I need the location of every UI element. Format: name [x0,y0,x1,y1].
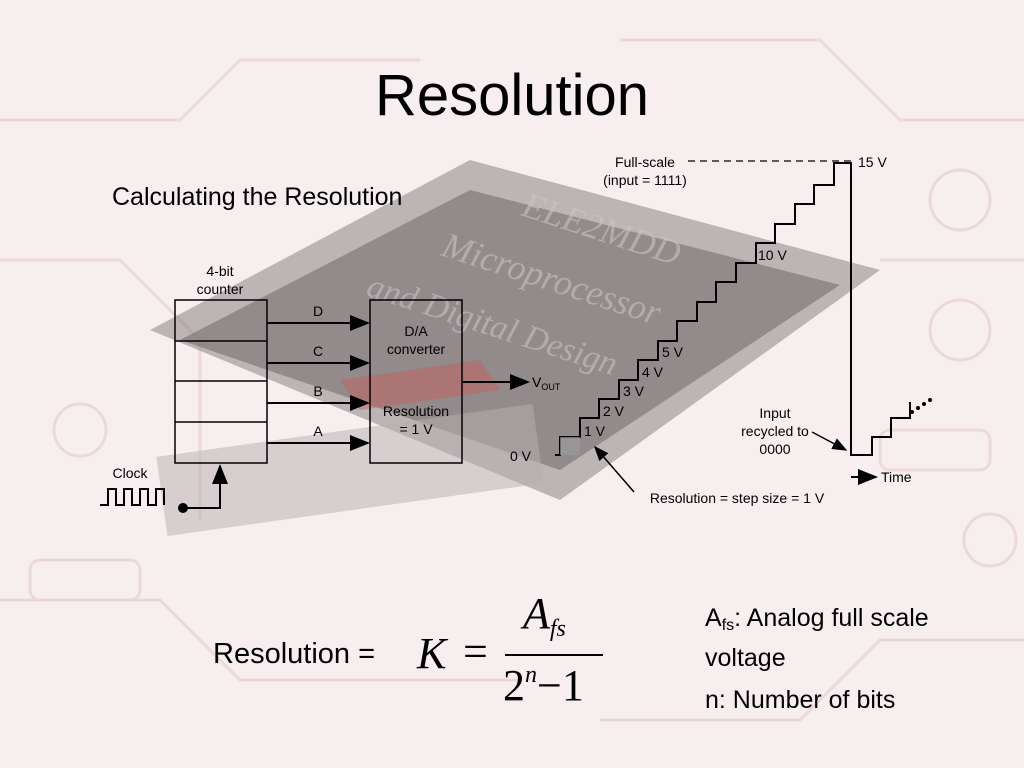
legend-afs-sub: fs [721,617,735,634]
bit-label-c: C [313,343,323,359]
fullscale-label-line2: (input = 1111) [603,172,687,188]
recycle-label-line3: 0000 [759,441,790,457]
counter-label-line1: 4-bit [206,263,233,279]
formula-denominator: 2n−1 [503,660,584,711]
voltage-label-10v: 10 V [758,247,787,263]
microprocessor-chip-image: ELE2MDD Microprocessor and Digital Desig… [150,160,880,537]
clock-wire [183,464,228,509]
legend-afs-desc-line1: : Analog full scale [734,604,929,632]
step-size-highlight [560,437,580,455]
bit-label-a: A [313,423,323,439]
fullscale-label-line1: Full-scale [615,154,675,170]
resolution-formula: K = Afs 2n−1 [415,588,615,718]
bit-label-b: B [313,383,322,399]
voltage-label-2v: 2 V [603,403,625,419]
bit-label-d: D [313,303,323,319]
slide-subtitle: Calculating the Resolution [112,183,403,211]
voltage-label-1v: 1 V [584,423,606,439]
continuation-dots [910,398,932,414]
counter-block [174,299,268,464]
recycle-pointer [811,431,848,451]
step-size-pointer [594,445,635,493]
legend-n: n: Number of bits [705,686,896,714]
dac-resolution-line1: Resolution [383,403,449,419]
legend-afs-main: A [705,604,722,632]
dac-label-line2: converter [387,341,446,357]
clock-label: Clock [112,465,148,481]
dac-label-line1: D/A [404,323,428,339]
voltage-label-3v: 3 V [623,383,645,399]
formula-denominator-base: 2 [503,661,525,710]
staircase-waveform [555,162,911,456]
formula-numerator-sub: fs [549,616,566,642]
recycle-label-line1: Input [759,405,790,421]
step-size-note: Resolution = step size = 1 V [650,490,825,506]
legend-afs-desc-line2: voltage [705,644,786,672]
counter-label-line2: counter [197,281,244,297]
formula-equals: = [463,627,488,676]
formula-fraction-bar [505,654,603,656]
recycle-label-line2: recycled to [741,423,809,439]
vout-label: VOUT [532,374,561,392]
formula-numerator: Afs [523,588,566,643]
formula-k: K [417,629,447,678]
time-label: Time [881,469,912,485]
voltage-label-5v: 5 V [662,344,684,360]
formula-denominator-exp: n [525,662,537,688]
dac-resolution-line2: = 1 V [399,421,433,437]
formula-numerator-main: A [523,589,550,638]
bit-lines [267,315,370,451]
formula-denominator-rest: −1 [537,661,584,710]
voltage-label-0v: 0 V [510,448,532,464]
clock-waveform [100,488,165,506]
formula-label: Resolution = [213,638,376,670]
legend-afs: Afs: Analog full scale voltage [705,602,929,674]
slide-title: Resolution [374,63,650,128]
voltage-label-15v: 15 V [858,154,887,170]
voltage-label-4v: 4 V [642,364,664,380]
